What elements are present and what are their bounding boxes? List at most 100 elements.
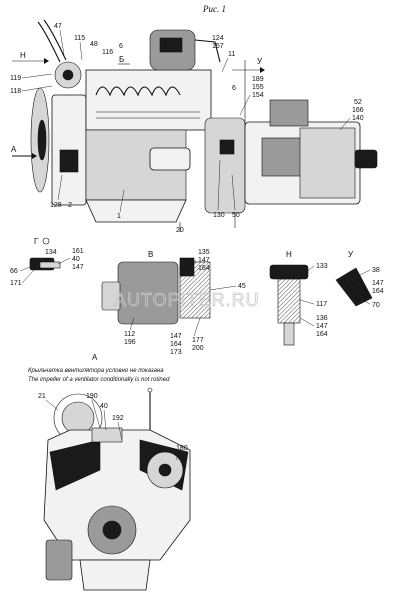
view-arrow-a-head (32, 153, 37, 159)
callout-label: 128 (50, 202, 62, 209)
callout-label: 112 (124, 331, 135, 338)
callout-label: 130 (213, 212, 225, 219)
note-en: The impeller of a ventilator conditional… (28, 377, 170, 383)
callout-label: 20 (176, 227, 184, 234)
callout-label: 189 (252, 76, 264, 83)
view-n: Н 133 117 136 147 164 (269, 250, 328, 346)
callout-label: 140 (352, 115, 364, 122)
view-n-section (277, 278, 301, 324)
callout-label: 38 (372, 267, 380, 274)
pipe-top (194, 39, 221, 63)
flywheel-housing (204, 117, 246, 214)
callout-label: 192 (112, 415, 124, 422)
view-u-section (347, 279, 369, 303)
view-u: У 38 147 164 70 (335, 250, 384, 309)
pulley-hub (62, 69, 74, 81)
watermark: AUTOPITER.RU (114, 290, 260, 310)
arrow-u-head (260, 67, 265, 73)
view-a-filter (45, 539, 73, 581)
oil-pan (85, 199, 187, 223)
callout-label: 180 (176, 445, 188, 452)
callout-label: 66 (10, 268, 18, 275)
callout-label: 155 (252, 84, 264, 91)
callout-label: 40 (100, 403, 108, 410)
callout-label: 164 (316, 331, 328, 338)
callout-label: 157 (212, 43, 224, 50)
callout-label: 196 (124, 339, 136, 346)
view-n-stem (283, 322, 295, 346)
view-g: Г 134 161 40 147 66 171 (10, 237, 84, 287)
callout-label: 115 (74, 35, 85, 42)
view-g-bolt (39, 261, 61, 269)
view-a-fan-disc (61, 401, 95, 435)
callout-label: 2 (68, 202, 72, 209)
callout-label: 6 (232, 85, 236, 92)
fan-hub (37, 119, 47, 161)
main-callouts: 47 115 48 6 116 124 157 11 119 118 189 1… (10, 23, 364, 234)
callout-label: 200 (192, 345, 204, 352)
view-a-dipstick-ring (147, 387, 153, 393)
callout-label: 118 (10, 88, 21, 95)
callout-label: 166 (352, 107, 364, 114)
callout-label: 124 (212, 35, 224, 42)
shift-mechanism (269, 99, 309, 127)
main-engine-view: A У (10, 19, 378, 234)
callout-label: 173 (170, 349, 182, 356)
view-v-head (179, 257, 195, 277)
gearbox-rear (299, 127, 356, 199)
view-a-sump (79, 559, 151, 591)
starter (149, 147, 191, 171)
callout-label: 147 (72, 264, 84, 271)
callout-label: 147 (372, 280, 384, 287)
output-flange (354, 149, 378, 169)
callout-label: 119 (10, 75, 21, 82)
callout-label: 6 (119, 43, 123, 50)
callout-label: 190 (86, 393, 98, 400)
callout-label: 1 (117, 213, 121, 220)
view-a-left-bank (49, 439, 101, 491)
view-v: В 135 147 164 45 112 196 147 164 173 177… (101, 249, 246, 356)
callout-label: 40 (72, 256, 80, 263)
callout-label: 147 (170, 333, 182, 340)
manifold-runners (95, 86, 200, 119)
view-a: A Крыльчатка вентилятора условно не пока… (28, 353, 191, 591)
view-a-label: A (92, 353, 98, 362)
main-arrow-u-label: У (257, 57, 263, 66)
housing-fitting (219, 139, 235, 155)
callout-label: 48 (90, 41, 98, 48)
callout-label: 45 (238, 283, 246, 290)
arrow-n-head (44, 58, 49, 64)
view-arrow-a-label: A (11, 145, 17, 154)
view-n-label: Н (286, 250, 292, 259)
turbo (159, 37, 183, 53)
callout-label: 133 (316, 263, 328, 270)
main-arrow-n-label: Н (20, 51, 26, 60)
view-g-symbol (42, 237, 50, 245)
gearbox-cover (261, 137, 303, 177)
callout-label: 47 (54, 23, 62, 30)
callout-label: 11 (228, 51, 235, 58)
callout-label: 52 (354, 99, 362, 106)
callout-label: 171 (10, 280, 22, 287)
view-a-top-bracket (91, 427, 123, 443)
view-a-alternator-hub (158, 463, 172, 477)
callout-label: 154 (252, 92, 264, 99)
note-ru: Крыльчатка вентилятора условно не показа… (28, 368, 164, 374)
callout-label: 164 (170, 341, 182, 348)
view-v-label: В (148, 250, 153, 259)
callout-label: 116 (102, 49, 113, 56)
view-v-pulley (101, 281, 121, 311)
cylinder-head (85, 69, 212, 131)
view-n-cap (269, 264, 309, 280)
callout-label: 164 (372, 288, 384, 295)
callout-label: 117 (316, 301, 327, 308)
view-a-crank-hub (102, 520, 122, 540)
callout-label: 135 (198, 249, 210, 256)
main-arrow-b-label: Б (119, 55, 124, 64)
view-g-label: Г (34, 237, 39, 246)
callout-label: 50 (232, 212, 240, 219)
callout-label: 147 (198, 257, 210, 264)
callout-label: 161 (72, 248, 84, 255)
intake-pipe-2 (43, 19, 67, 61)
